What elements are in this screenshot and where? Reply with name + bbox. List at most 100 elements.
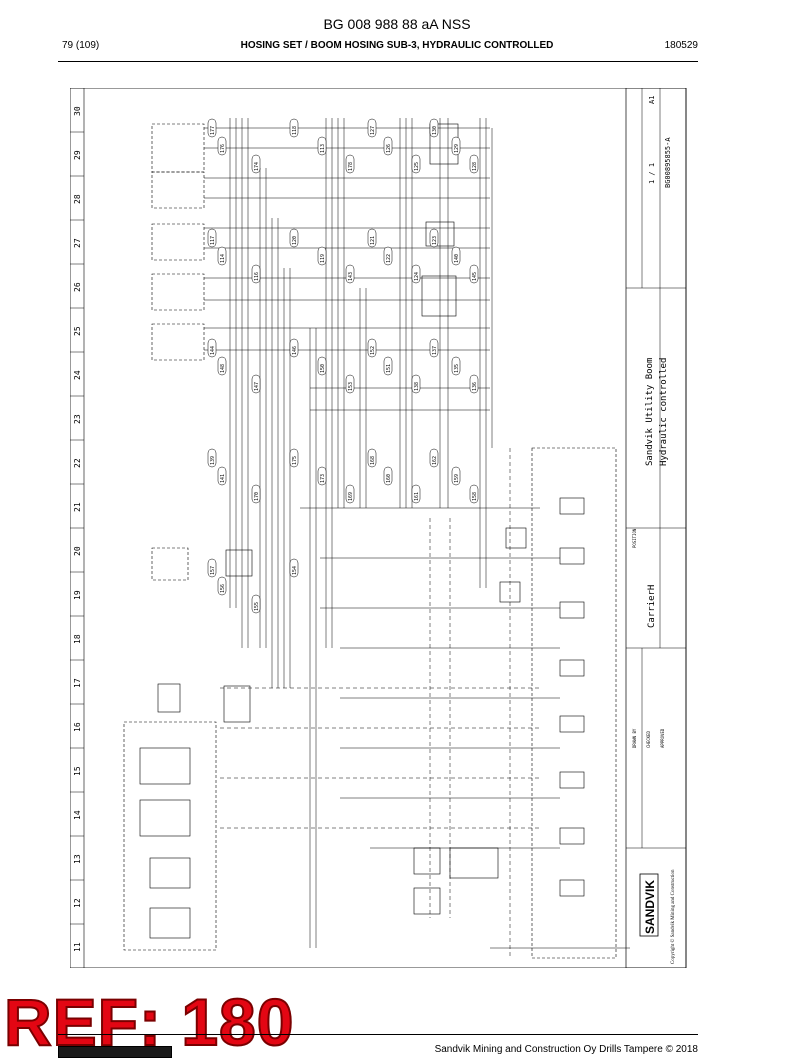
callout-number: 127 <box>370 126 376 135</box>
carrier-label: CarrierH <box>647 585 657 628</box>
callout-bubble <box>317 246 327 266</box>
callout-bubble <box>207 228 217 248</box>
callout-bubble <box>345 154 355 174</box>
callout-number: 129 <box>454 144 460 153</box>
callout-bubble <box>367 118 377 138</box>
grid-number: 29 <box>73 150 82 160</box>
callout-number: 128 <box>472 162 478 171</box>
callout-number: 135 <box>454 364 460 373</box>
callout-bubble <box>207 118 217 138</box>
callout-bubble <box>289 558 299 578</box>
grid-number: 11 <box>73 942 82 952</box>
copyright-text: Copyright © Sandvik Mining and Construct… <box>670 869 676 964</box>
callout-number: 141 <box>220 474 226 483</box>
callout-number: 138 <box>414 382 420 391</box>
drawing-subtitle: Hydraulic controlled <box>659 358 669 466</box>
callout-number: 161 <box>414 492 420 501</box>
callout-number: 137 <box>432 346 438 355</box>
callout-bubble <box>217 356 227 376</box>
drawing-title: Sandvik Utility Boom <box>645 358 655 466</box>
hydraulic-schematic: 3029282726252423222120191817161514131211… <box>70 88 687 968</box>
callout-bubble <box>429 228 439 248</box>
callout-number: 178 <box>348 162 354 171</box>
pilot-lines <box>220 448 540 958</box>
grid-number: 28 <box>73 194 82 204</box>
callout-number: 162 <box>432 456 438 465</box>
callout-bubble <box>451 136 461 156</box>
callout-bubble <box>317 136 327 156</box>
callout-bubble <box>469 484 479 504</box>
grid-number: 15 <box>73 766 82 776</box>
callout-number: 174 <box>254 162 260 171</box>
callout-number: 120 <box>292 236 298 245</box>
callout-bubble <box>345 374 355 394</box>
callout-number: 125 <box>414 162 420 171</box>
callout-bubble <box>451 246 461 266</box>
callout-bubble <box>469 374 479 394</box>
callout-number: 124 <box>414 272 420 281</box>
grid-number: 24 <box>73 370 82 380</box>
callout-bubble <box>217 246 227 266</box>
callout-number: 118 <box>292 126 298 135</box>
callout-number: 146 <box>292 346 298 355</box>
callout-bubble <box>383 466 393 486</box>
document-title: BG 008 988 88 aA NSS <box>323 16 471 32</box>
callout-bubble <box>411 374 421 394</box>
callout-bubble <box>367 338 377 358</box>
sheet-size: A1 <box>648 96 656 104</box>
grid-number: 16 <box>73 722 82 732</box>
callout-number: 159 <box>454 474 460 483</box>
grid-number: 23 <box>73 414 82 424</box>
grid-number: 21 <box>73 502 82 512</box>
callout-number: 114 <box>220 254 226 263</box>
callout-bubble <box>251 374 261 394</box>
callout-number: 151 <box>386 364 392 373</box>
callout-number: 139 <box>210 456 216 465</box>
callout-bubble <box>429 118 439 138</box>
callout-bubble <box>251 594 261 614</box>
approved-by: APPROVED <box>660 728 665 748</box>
grid-number: 13 <box>73 854 82 864</box>
callout-bubble <box>367 228 377 248</box>
footer-rule <box>58 1034 698 1035</box>
grid-number: 25 <box>73 326 82 336</box>
grid-number: 22 <box>73 458 82 468</box>
grid-number: 14 <box>73 810 82 820</box>
callout-bubble <box>411 154 421 174</box>
callout-number: 117 <box>210 236 216 245</box>
callout-number: 153 <box>348 382 354 391</box>
callout-bubble <box>383 136 393 156</box>
callout-number: 177 <box>210 126 216 135</box>
callout-bubble <box>217 576 227 596</box>
grid-number: 19 <box>73 590 82 600</box>
callout-bubble <box>429 448 439 468</box>
callout-bubble <box>251 264 261 284</box>
callout-number: 158 <box>472 492 478 501</box>
hose-lines-horizontal <box>204 127 630 949</box>
callout-number: 175 <box>292 456 298 465</box>
brand-logo: SANDVIK <box>643 880 657 934</box>
grid-number: 18 <box>73 634 82 644</box>
callout-number: 130 <box>432 126 438 135</box>
callout-bubble <box>317 466 327 486</box>
callout-number: 147 <box>254 382 260 391</box>
callout-bubble <box>217 136 227 156</box>
callout-number: 168 <box>370 456 376 465</box>
grid-number: 27 <box>73 238 82 248</box>
grid-number: 26 <box>73 282 82 292</box>
callout-bubble <box>469 264 479 284</box>
drawn-by: DRAWN BY <box>632 728 637 748</box>
callout-bubble <box>207 338 217 358</box>
callout-bubble <box>429 338 439 358</box>
grid-number: 12 <box>73 898 82 908</box>
callout-bubble <box>217 466 227 486</box>
callout-bubble <box>383 356 393 376</box>
callout-bubble <box>289 448 299 468</box>
title-block: SANDVIK Copyright © Sandvik Mining and C… <box>625 88 687 968</box>
drawing-number: BG00895855-A <box>664 137 672 188</box>
callout-number: 156 <box>220 584 226 593</box>
callout-number: 154 <box>292 566 298 575</box>
callout-bubble <box>251 484 261 504</box>
callout-bubble <box>367 448 377 468</box>
